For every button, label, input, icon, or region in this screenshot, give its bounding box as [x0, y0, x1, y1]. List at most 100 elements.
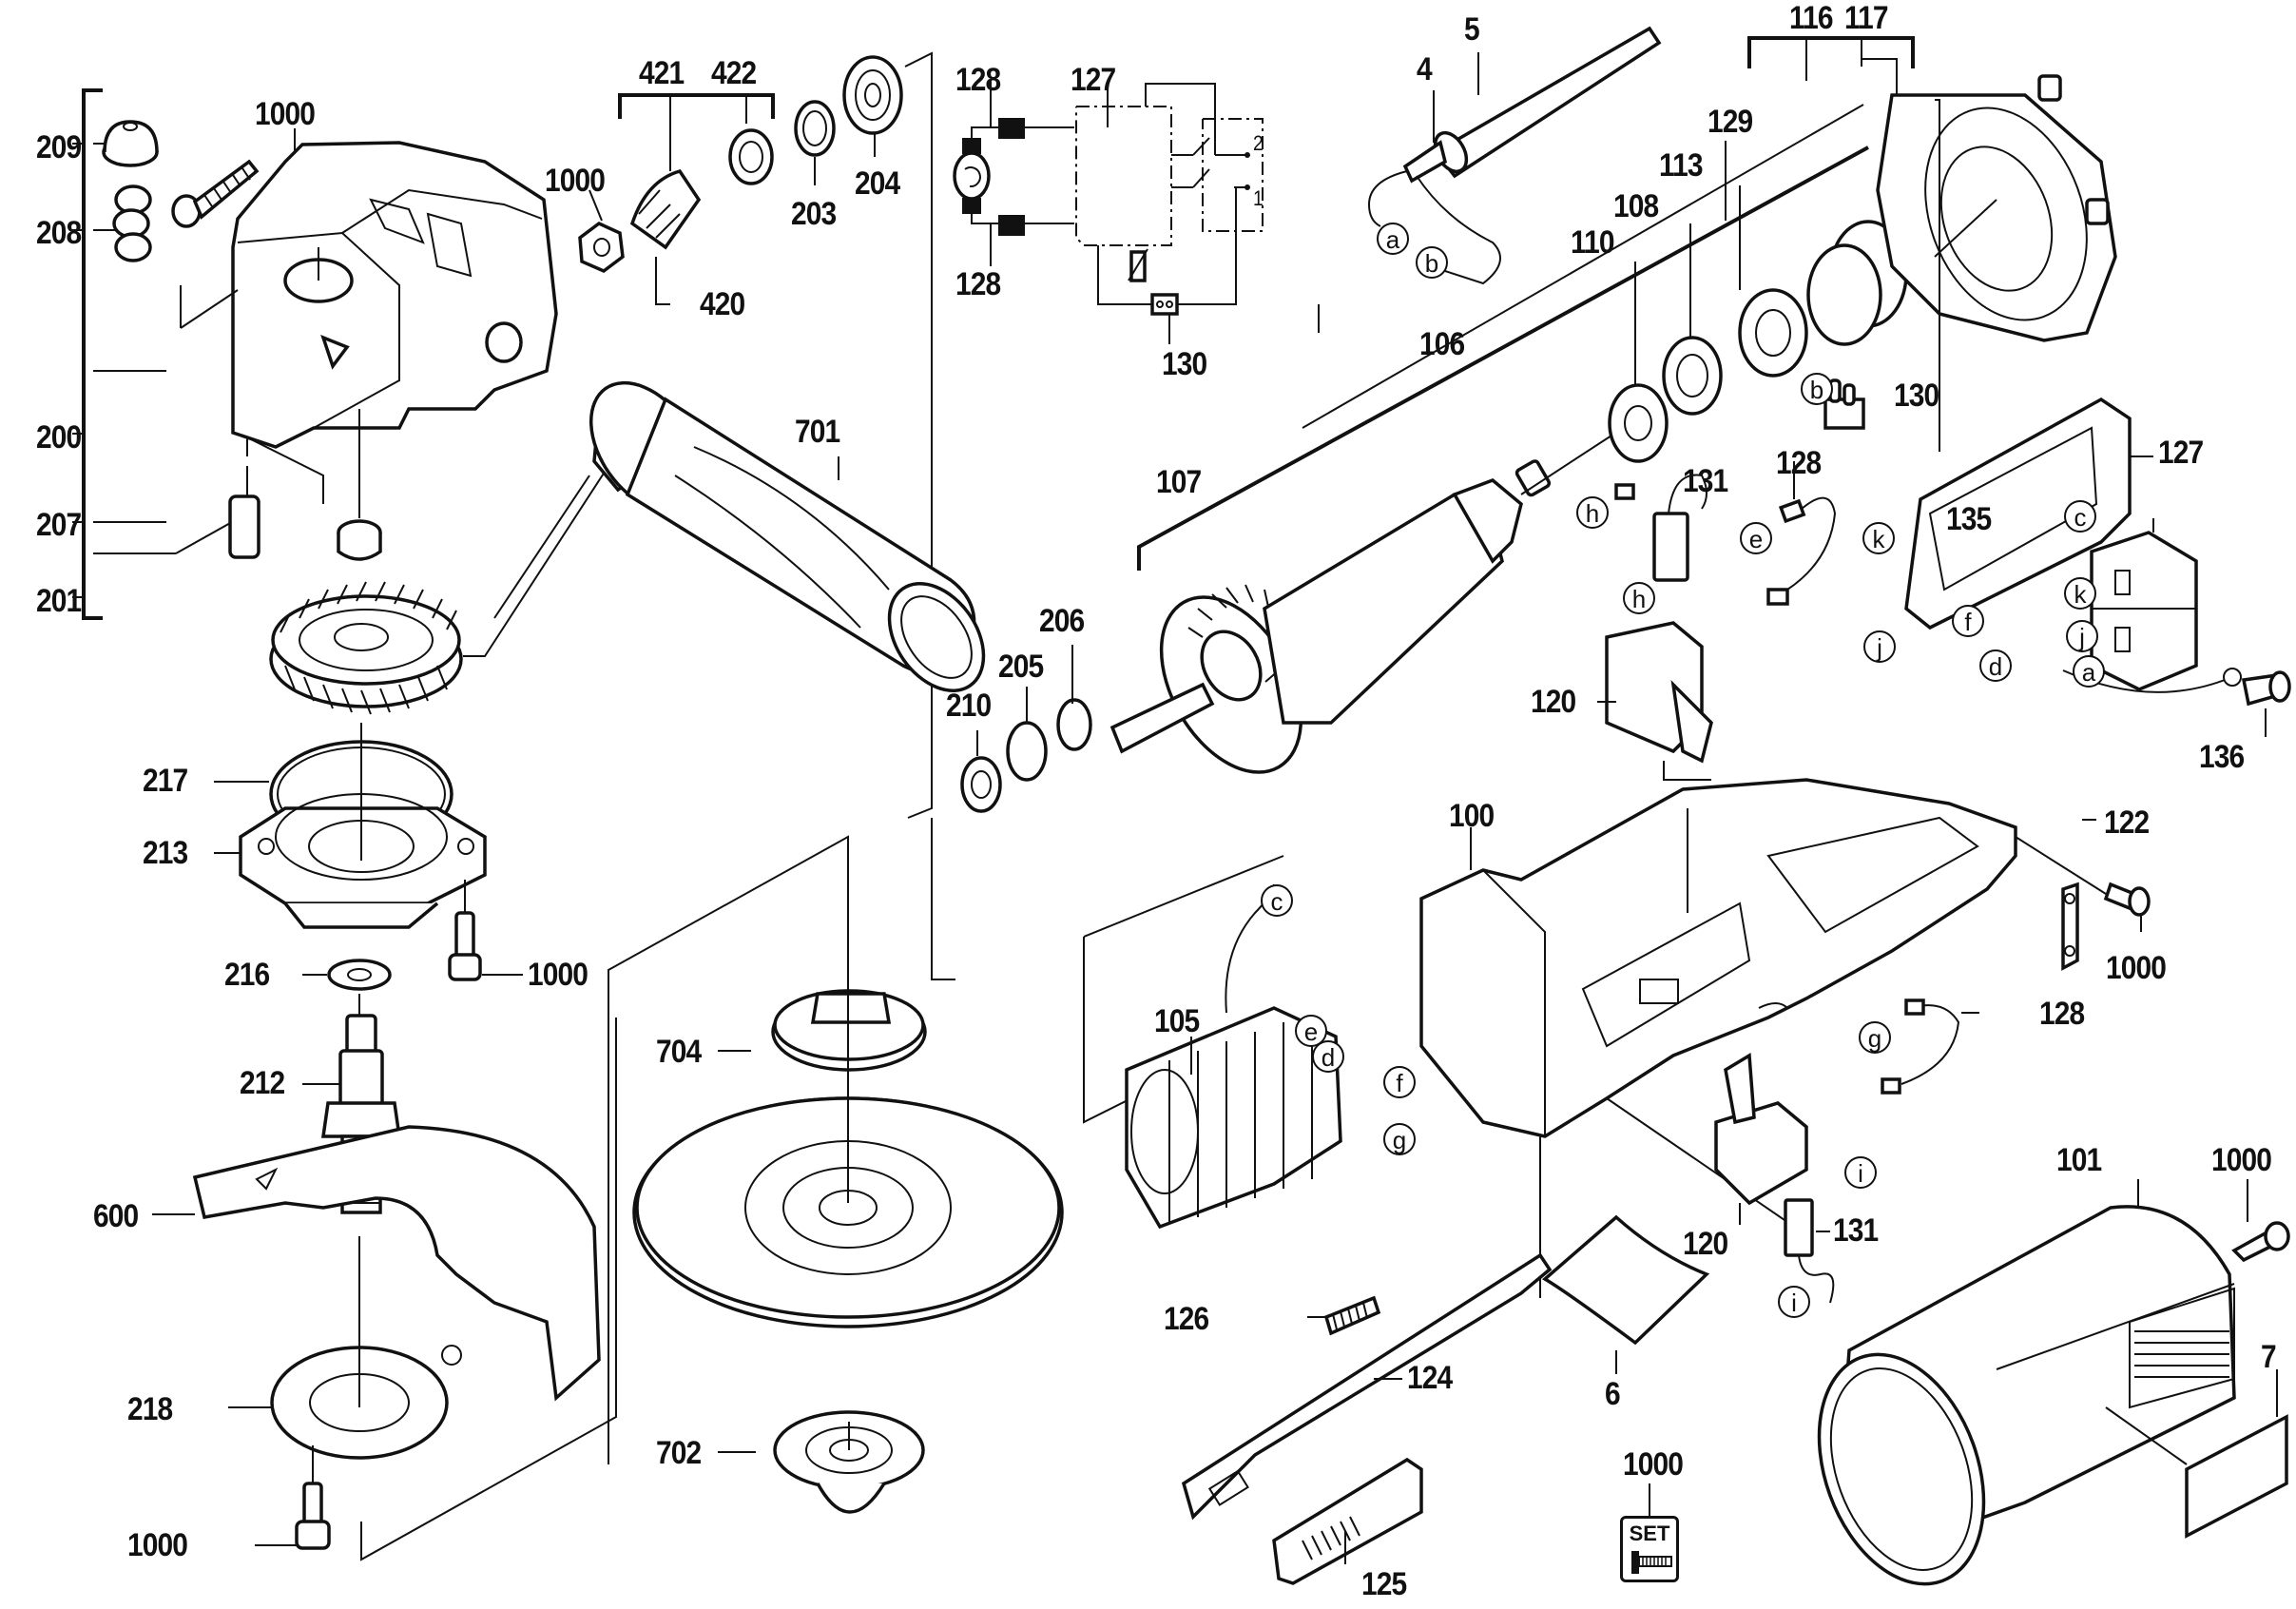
label-plate-7 — [2105, 1369, 2288, 1539]
bearing-108 — [1662, 223, 1723, 416]
part-label-200: 200 — [36, 419, 82, 456]
connector-marker-k: k — [2064, 577, 2096, 610]
part-label-130: 130 — [1894, 378, 1939, 414]
washer-216 — [302, 959, 392, 991]
part-label-101: 101 — [2056, 1142, 2102, 1178]
gear-head-bracket — [72, 88, 248, 620]
part-label-128: 128 — [955, 62, 1001, 98]
connector-marker-j: j — [2066, 620, 2098, 652]
connector-marker-f: f — [1952, 605, 1984, 637]
part-label-128: 128 — [955, 266, 1001, 302]
part-label-205: 205 — [998, 649, 1044, 685]
connector-marker-h: h — [1623, 582, 1655, 614]
part-label-136: 136 — [2199, 739, 2245, 775]
flange-704 — [718, 989, 927, 1072]
part-label-135: 135 — [1946, 501, 1992, 537]
part-label-128: 128 — [1776, 445, 1822, 481]
wiring-schematic — [953, 81, 1264, 344]
part-label-116: 116 — [1789, 0, 1834, 36]
connector-marker-i: i — [1778, 1286, 1810, 1318]
part-label-600: 600 — [93, 1198, 139, 1234]
side-handle-701 — [588, 380, 986, 692]
bracket-122 — [2061, 819, 2096, 971]
part-label-218: 218 — [127, 1391, 173, 1427]
switch-position-2: 2 — [1253, 131, 1264, 155]
electronic-module-127 — [1904, 397, 2153, 630]
connector-marker-e: e — [1295, 1015, 1327, 1047]
cord-guide-line — [1302, 104, 1864, 429]
part-label-207: 207 — [36, 507, 82, 543]
part-label-100: 100 — [1449, 798, 1495, 834]
part-label-701: 701 — [795, 414, 840, 450]
part-label-110: 110 — [1571, 224, 1615, 261]
part-label-126: 126 — [1164, 1301, 1209, 1337]
connector-marker-a: a — [1377, 223, 1409, 255]
field-coil-105 — [1083, 855, 1342, 1230]
part-label-127: 127 — [1071, 62, 1116, 98]
armature-107 — [1109, 145, 1869, 774]
part-label-1000: 1000 — [127, 1527, 188, 1563]
washer-210 — [960, 730, 1002, 813]
connector-marker-i: i — [1844, 1156, 1877, 1189]
part-label-208: 208 — [36, 215, 82, 251]
flange-213 — [214, 723, 487, 929]
part-label-7: 7 — [2261, 1339, 2277, 1375]
part-label-210: 210 — [946, 688, 992, 724]
part-label-108: 108 — [1613, 188, 1659, 224]
part-label-124: 124 — [1407, 1360, 1453, 1396]
part-label-127: 127 — [2158, 435, 2204, 471]
screw-set-icon — [1631, 1551, 1672, 1574]
cap-209 — [102, 120, 159, 167]
spring-126 — [1307, 1295, 1381, 1336]
plug-130 — [1823, 378, 1865, 430]
clamp-nut-702 — [718, 1410, 925, 1514]
part-label-204: 204 — [855, 165, 900, 202]
connector-marker-d: d — [1979, 649, 2012, 682]
screw-1000-top — [171, 128, 296, 228]
part-label-702: 702 — [656, 1435, 702, 1471]
pinion-421 — [578, 93, 775, 305]
part-label-201: 201 — [36, 583, 82, 619]
wire-128 — [1766, 461, 1837, 606]
part-label-217: 217 — [143, 763, 188, 799]
part-label-203: 203 — [791, 196, 837, 232]
part-label-106: 106 — [1419, 326, 1465, 362]
connector-marker-c: c — [2064, 500, 2096, 533]
carbon-brush-131-bottom — [1784, 1198, 1835, 1304]
switch-135 — [2090, 518, 2198, 691]
part-label-209: 209 — [36, 129, 82, 165]
part-label-206: 206 — [1039, 603, 1085, 639]
pin-207 — [228, 436, 324, 559]
handle-guide-line — [493, 475, 590, 619]
part-label-131: 131 — [1683, 463, 1728, 499]
part-label-113: 113 — [1659, 147, 1704, 184]
screw-136 — [2062, 668, 2291, 737]
part-label-1000: 1000 — [528, 957, 588, 993]
motor-cover-101 — [1817, 1179, 2236, 1586]
connector-marker-e: e — [1740, 522, 1772, 554]
bushing-201 — [337, 409, 382, 561]
connector-marker-f: f — [1383, 1066, 1416, 1098]
part-label-1000: 1000 — [545, 163, 606, 199]
part-label-105: 105 — [1154, 1003, 1200, 1039]
brush-holder-120-bottom — [1714, 1002, 1808, 1225]
slide-switch-125 — [1272, 1457, 1423, 1585]
grinding-disc — [608, 835, 1064, 1464]
part-label-117: 117 — [1844, 0, 1889, 36]
set-badge-text: SET — [1629, 1522, 1670, 1545]
screw-1000-flange — [448, 880, 523, 981]
part-label-421: 421 — [639, 55, 685, 91]
connector-marker-g: g — [1383, 1123, 1416, 1155]
screw-1000-right — [2015, 836, 2151, 932]
part-label-704: 704 — [656, 1034, 702, 1070]
part-label-128: 128 — [2039, 996, 2085, 1032]
part-label-422: 422 — [711, 55, 757, 91]
part-label-130: 130 — [1162, 346, 1207, 382]
bevel-gear-420 — [269, 465, 609, 715]
power-cord-5 — [1367, 26, 1662, 285]
connector-marker-b: b — [1416, 246, 1448, 279]
screw-1000-cover — [2231, 1179, 2290, 1263]
part-label-5: 5 — [1464, 11, 1480, 48]
connector-marker-d: d — [1312, 1040, 1344, 1073]
